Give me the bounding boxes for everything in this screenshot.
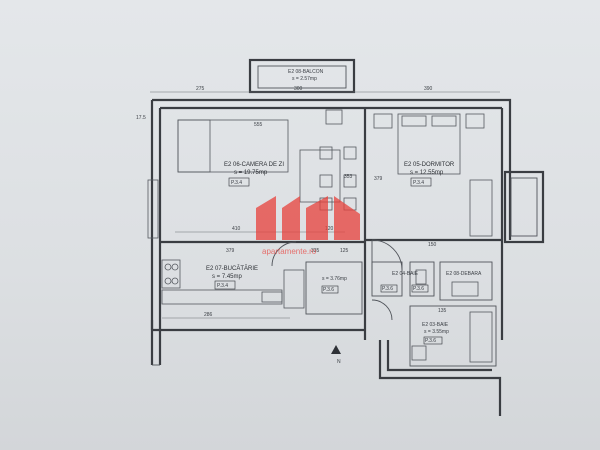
door-swing-kitchen — [271, 241, 297, 267]
dim-bath-w: 135 — [438, 308, 447, 314]
dim-bedroom-h: 379 — [374, 176, 383, 182]
bath-name: E2 03-BAIE — [422, 322, 449, 328]
dim-hall-w: 150 — [428, 242, 437, 248]
watermark-logo — [256, 196, 360, 240]
radiator-living — [147, 179, 159, 239]
bath-area: s = 3.55mp — [424, 329, 449, 335]
bed — [397, 113, 461, 175]
balcony-top-name: E2 08-BALCON — [288, 69, 324, 75]
chair-4 — [343, 174, 357, 188]
dim-sofa: 555 — [254, 122, 263, 128]
chair-2 — [343, 146, 357, 160]
hall-code-box — [321, 285, 339, 294]
burner-2 — [171, 263, 179, 271]
living-room-code-box — [228, 177, 250, 187]
bottom-right-extension-inner — [386, 340, 492, 372]
door-swing-bedroom — [371, 239, 403, 271]
storage-name: E2 08-DEBARA — [446, 271, 482, 277]
bedroom-area: s = 12.55mp — [410, 170, 444, 176]
wc-room — [409, 261, 435, 297]
living-room-code: P.3.4 — [231, 180, 242, 186]
outer-wall-top — [152, 98, 512, 240]
chair-1 — [319, 146, 333, 160]
watermark-house-roof — [334, 196, 360, 240]
kitchen-name: E2 07-BUCĂTĂRIE — [206, 265, 258, 272]
kitchen-code: P.3.4 — [217, 283, 228, 289]
dim-living-w: 410 — [232, 226, 241, 232]
entry-code: P.3.6 — [413, 286, 424, 292]
watermark-house-right — [306, 196, 328, 240]
stove — [161, 259, 181, 289]
bedroom-code-box — [410, 177, 432, 187]
wc-code: P.3.6 — [382, 286, 393, 292]
nightstand-left — [373, 113, 393, 129]
balcony-top-area: s = 2.57mp — [292, 76, 317, 82]
watermark-house-mid — [282, 196, 300, 240]
door-swing-entry — [371, 299, 393, 321]
bottom-right-extension — [378, 340, 502, 416]
nightstand-right — [465, 113, 485, 129]
dim-left-side: 17.5 — [136, 115, 146, 121]
bathroom — [409, 305, 497, 367]
top-balcony-inner — [257, 65, 347, 89]
burner-4 — [171, 277, 179, 285]
dim-kitchen-w: 379 — [226, 248, 235, 254]
bath-code-box — [423, 336, 443, 345]
north-arrow-icon — [331, 345, 341, 354]
washbasin — [411, 345, 427, 361]
kitchen-code-box — [214, 280, 236, 290]
living-room-area: s = 19.75mp — [234, 170, 268, 176]
bedroom-name: E2 05-DORMITOR — [404, 162, 455, 168]
sofa-arm — [177, 119, 211, 173]
wc-code-box — [380, 284, 398, 293]
hall-closet — [371, 261, 403, 297]
dim-top-left: 275 — [196, 86, 205, 92]
kitchen-sink — [261, 291, 283, 303]
hall-code: P.3.6 — [323, 287, 334, 293]
pillow-left — [401, 115, 427, 127]
right-balcony-outline — [503, 170, 545, 244]
entry-code-box — [411, 284, 429, 293]
dim-living-h: 353 — [344, 174, 353, 180]
kitchen-area: s = 7.45mp — [212, 274, 243, 280]
burner-3 — [164, 277, 172, 285]
dim-small-a: 335 — [311, 248, 320, 254]
wc-name: E2 04-BAIE — [392, 271, 419, 277]
living-room-name: E2 06-CAMERA DE ZI — [224, 162, 284, 168]
plant — [325, 109, 343, 125]
hallway — [305, 261, 363, 315]
dim-top-right: 390 — [424, 86, 433, 92]
storage-room — [439, 261, 493, 301]
wardrobe — [469, 179, 493, 237]
dim-small-b: 125 — [340, 248, 349, 254]
right-balcony-inner — [510, 177, 538, 237]
fridge — [283, 269, 305, 309]
storage-shelf — [451, 281, 479, 297]
watermark-house-left — [256, 196, 276, 240]
watermark-text: apartamente.ro — [262, 247, 317, 256]
dim-kitchen-b: 286 — [204, 312, 213, 318]
bedroom-code: P.3.4 — [413, 180, 424, 186]
wc-toilet — [415, 269, 427, 285]
pillow-right — [431, 115, 457, 127]
burner-1 — [164, 263, 172, 271]
dim-living-b: 120 — [325, 226, 334, 232]
hall-area: s = 3.76mp — [322, 276, 347, 282]
north-label: N — [337, 359, 341, 365]
bath-code: P.3.6 — [425, 338, 436, 344]
dim-top-mid: 300 — [294, 86, 303, 92]
chair-3 — [319, 174, 333, 188]
bathtub — [469, 311, 493, 363]
